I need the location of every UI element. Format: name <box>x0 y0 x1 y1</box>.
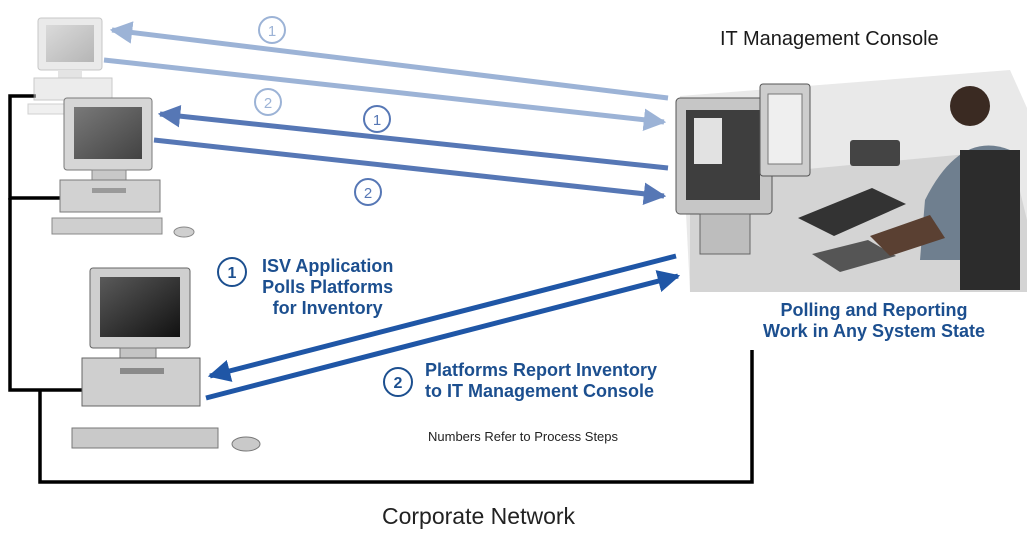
console-title: IT Management Console <box>720 28 939 50</box>
report-arrow-top <box>103 57 667 131</box>
badge-step2-legend: 2 <box>383 367 413 397</box>
badge-report-middle: 2 <box>354 178 382 206</box>
step2-line-1: Platforms Report Inventory <box>425 360 658 380</box>
svg-text:1: 1 <box>373 112 381 129</box>
svg-text:2: 2 <box>364 185 372 202</box>
poll-arrow-bottom <box>207 253 677 382</box>
step1-description: ISV Application Polls Platforms for Inve… <box>262 256 393 319</box>
poll-arrows <box>109 21 677 382</box>
arrow-badges: 1 2 1 2 1 2 <box>217 16 413 397</box>
step1-line-2: Polls Platforms <box>262 277 394 297</box>
network-wiring <box>8 94 754 484</box>
poll-arrow-top <box>109 21 669 101</box>
poll-arrow-middle <box>157 104 669 171</box>
process-steps-note: Numbers Refer to Process Steps <box>428 429 619 444</box>
computer-top <box>27 17 113 115</box>
report-arrow-bottom <box>205 270 681 401</box>
step1-line-3: for Inventory <box>272 298 383 318</box>
system-state-line-2: Work in Any System State <box>763 321 986 341</box>
badge-step1-legend: 1 <box>217 257 247 287</box>
svg-text:2: 2 <box>394 375 403 392</box>
system-state-note: Polling and Reporting Work in Any System… <box>763 300 985 342</box>
system-state-line-1: Polling and Reporting <box>780 300 968 320</box>
network-label: Corporate Network <box>382 503 576 529</box>
report-arrow-middle <box>153 137 667 205</box>
badge-report-top: 2 <box>254 88 282 116</box>
svg-text:1: 1 <box>268 23 276 40</box>
computer-bottom <box>71 267 261 452</box>
step2-description: Platforms Report Inventory to IT Managem… <box>425 360 657 402</box>
report-arrows <box>103 57 681 401</box>
badge-poll-top: 1 <box>258 16 286 44</box>
badge-poll-middle: 1 <box>363 105 391 133</box>
console-workstation-photo <box>675 70 1027 292</box>
step2-line-2: to IT Management Console <box>425 381 655 401</box>
svg-text:1: 1 <box>228 265 237 282</box>
computer-middle <box>51 97 195 238</box>
svg-text:2: 2 <box>264 95 272 112</box>
step1-line-1: ISV Application <box>262 256 394 276</box>
